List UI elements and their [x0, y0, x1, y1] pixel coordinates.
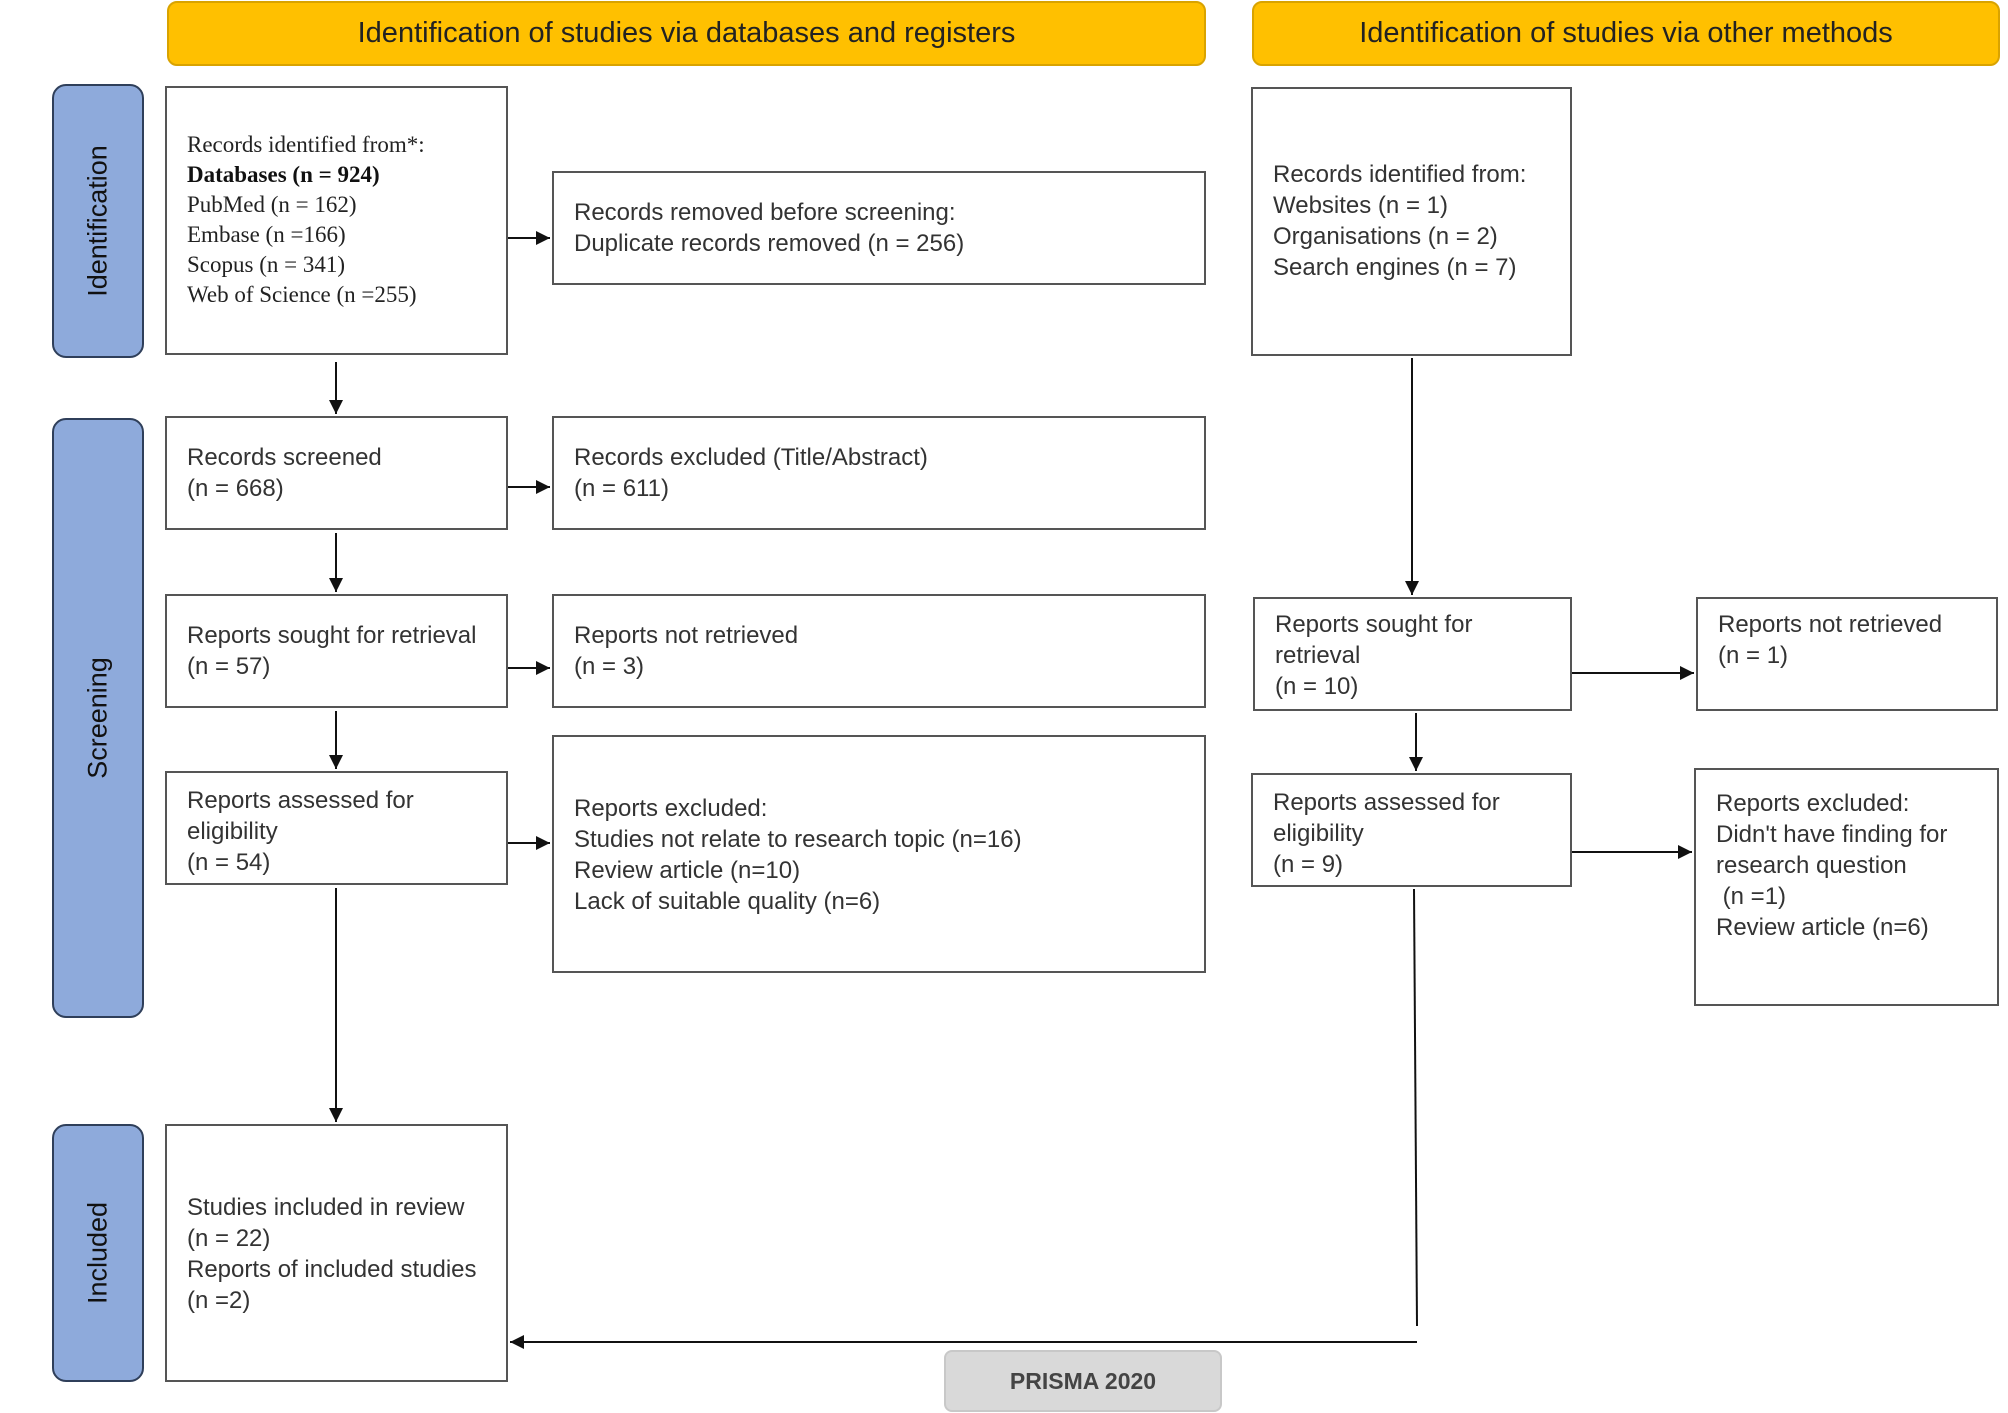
- records-excluded-count: (n = 611): [574, 475, 669, 502]
- reports-excluded-title: Reports excluded:: [574, 795, 768, 822]
- search-engines-count: Search engines (n = 7): [1273, 254, 1517, 281]
- prisma-2020-badge: PRISMA 2020: [944, 1350, 1222, 1412]
- records-excluded-box: Records excluded (Title/Abstract) (n = 6…: [552, 416, 1206, 530]
- records-screened-count: (n = 668): [187, 475, 284, 502]
- studies-included-count: (n = 22): [187, 1225, 271, 1252]
- other-reports-sought-count: (n = 10): [1275, 673, 1359, 700]
- studies-included-title: Studies included in review: [187, 1194, 465, 1221]
- reports-not-retrieved-box: Reports not retrieved (n = 3): [552, 594, 1206, 708]
- reports-not-retrieved-count: (n = 3): [574, 653, 645, 680]
- line-other-assessed-down: [1413, 888, 1418, 1327]
- records-identified-other-box: Records identified from: Websites (n = 1…: [1251, 87, 1572, 356]
- other-reports-not-retrieved-count: (n = 1): [1718, 642, 1789, 669]
- reports-excluded-reason2: Review article (n=10): [574, 857, 801, 884]
- other-reports-excluded-title: Reports excluded:: [1716, 790, 1910, 817]
- databases-count: Databases (n = 924): [187, 162, 380, 187]
- wos-count: Web of Science (n =255): [187, 282, 417, 307]
- reports-sought-box: Reports sought for retrieval (n = 57): [165, 594, 508, 708]
- other-reports-not-retrieved-title: Reports not retrieved: [1718, 611, 1943, 638]
- other-reports-sought-box: Reports sought for retrieval (n = 10): [1253, 597, 1572, 711]
- reports-sought-title: Reports sought for retrieval: [187, 622, 477, 649]
- other-reports-sought-line1: Reports sought for: [1275, 611, 1473, 638]
- reports-included-title: Reports of included studies: [187, 1256, 477, 1283]
- other-records-title: Records identified from:: [1273, 161, 1527, 188]
- reports-excluded-reason1: Studies not relate to research topic (n=…: [574, 826, 1022, 853]
- other-reports-assessed-count: (n = 9): [1273, 851, 1344, 878]
- reports-assessed-box: Reports assessed for eligibility (n = 54…: [165, 771, 508, 885]
- scopus-count: Scopus (n = 341): [187, 252, 345, 277]
- other-reports-not-retrieved-box: Reports not retrieved (n = 1): [1696, 597, 1998, 711]
- header-other-methods: Identification of studies via other meth…: [1252, 1, 2000, 66]
- records-removed-title: Records removed before screening:: [574, 199, 956, 226]
- reports-assessed-count: (n = 54): [187, 849, 271, 876]
- records-removed-box: Records removed before screening: Duplic…: [552, 171, 1206, 285]
- reports-excluded-reason3: Lack of suitable quality (n=6): [574, 888, 881, 915]
- websites-count: Websites (n = 1): [1273, 192, 1448, 219]
- records-identified-title: Records identified from*:: [187, 132, 425, 157]
- other-reports-excluded-line3: (n =1): [1716, 883, 1787, 910]
- other-reports-excluded-line1: Didn't have finding for: [1716, 821, 1948, 848]
- other-reports-assessed-line2: eligibility: [1273, 820, 1364, 847]
- records-excluded-title: Records excluded (Title/Abstract): [574, 444, 928, 471]
- phase-included: Included: [52, 1124, 144, 1382]
- phase-screening: Screening: [52, 418, 144, 1018]
- phase-identification: Identification: [52, 84, 144, 358]
- reports-assessed-line1: Reports assessed for: [187, 787, 414, 814]
- records-screened-title: Records screened: [187, 444, 382, 471]
- other-reports-assessed-line1: Reports assessed for: [1273, 789, 1500, 816]
- reports-not-retrieved-title: Reports not retrieved: [574, 622, 799, 649]
- header-databases-registers: Identification of studies via databases …: [167, 1, 1206, 66]
- reports-sought-count: (n = 57): [187, 653, 271, 680]
- reports-excluded-box: Reports excluded: Studies not relate to …: [552, 735, 1206, 973]
- other-reports-excluded-box: Reports excluded: Didn't have finding fo…: [1694, 768, 1999, 1006]
- studies-included-box: Studies included in review (n = 22) Repo…: [165, 1124, 508, 1382]
- records-identified-databases-box: Records identified from*: Databases (n =…: [165, 86, 508, 355]
- other-reports-excluded-line2: research question: [1716, 852, 1907, 879]
- duplicates-removed: Duplicate records removed (n = 256): [574, 230, 965, 257]
- embase-count: Embase (n =166): [187, 222, 346, 247]
- other-reports-assessed-box: Reports assessed for eligibility (n = 9): [1251, 773, 1572, 887]
- reports-assessed-line2: eligibility: [187, 818, 278, 845]
- other-reports-excluded-line4: Review article (n=6): [1716, 914, 1929, 941]
- records-screened-box: Records screened (n = 668): [165, 416, 508, 530]
- organisations-count: Organisations (n = 2): [1273, 223, 1498, 250]
- other-reports-sought-line2: retrieval: [1275, 642, 1361, 669]
- reports-included-count: (n =2): [187, 1287, 251, 1314]
- pubmed-count: PubMed (n = 162): [187, 192, 357, 217]
